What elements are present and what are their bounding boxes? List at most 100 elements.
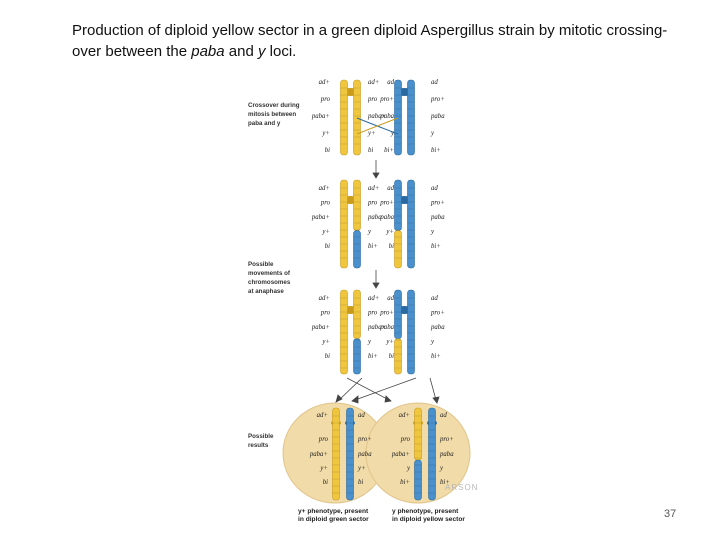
locus-label: paba bbox=[379, 324, 394, 331]
svg-text:Possible: Possible bbox=[248, 433, 274, 440]
locus-label: paba bbox=[379, 113, 394, 120]
side-label-results: Possible results bbox=[248, 433, 274, 449]
locus-label: paba+ bbox=[309, 451, 328, 458]
locus-label: y bbox=[439, 465, 444, 472]
locus-label: y+ bbox=[319, 465, 328, 472]
chromatid bbox=[332, 407, 340, 501]
chromatid bbox=[340, 289, 348, 375]
locus-label: ad+ bbox=[319, 185, 330, 192]
chromatid bbox=[407, 289, 415, 375]
locus-label: y bbox=[430, 130, 435, 137]
locus-label: y+ bbox=[367, 130, 376, 137]
caption-yellow-sector: y phenotype, present in diploid yellow s… bbox=[392, 508, 465, 523]
locus-label: y bbox=[430, 229, 435, 236]
arrow-head bbox=[372, 172, 380, 179]
chromatid bbox=[407, 179, 415, 269]
locus-label: ad bbox=[440, 412, 447, 419]
svg-text:results: results bbox=[248, 442, 269, 449]
locus-label: paba bbox=[430, 113, 445, 120]
arrow-head bbox=[335, 394, 343, 403]
chromatid bbox=[407, 79, 415, 156]
locus-label: ad bbox=[431, 185, 438, 192]
chromatid bbox=[340, 179, 348, 269]
chromatid bbox=[353, 179, 361, 269]
svg-text:movements of: movements of bbox=[248, 270, 291, 277]
locus-label: bi bbox=[323, 479, 328, 486]
crossover-point bbox=[356, 117, 399, 135]
locus-label: pro+ bbox=[379, 310, 394, 317]
locus-label: ad+ bbox=[319, 79, 330, 86]
locus-label: ad bbox=[387, 295, 394, 302]
locus-label: paba bbox=[430, 324, 445, 331]
locus-label: y+ bbox=[321, 229, 330, 236]
arrow-head bbox=[372, 282, 380, 289]
locus-label: y bbox=[430, 339, 435, 346]
locus-label: paba+ bbox=[311, 113, 330, 120]
locus-label: bi+ bbox=[368, 353, 378, 360]
locus-label: pro bbox=[320, 310, 331, 317]
chromatid bbox=[394, 289, 402, 375]
locus-label: y+ bbox=[357, 465, 366, 472]
locus-label: pro+ bbox=[379, 96, 394, 103]
locus-label: ad bbox=[387, 79, 394, 86]
chromatid bbox=[394, 79, 402, 156]
side-label-crossover: Crossover during mitosis between paba an… bbox=[248, 102, 300, 127]
chromatid bbox=[346, 407, 354, 501]
locus-label: ad+ bbox=[319, 295, 330, 302]
chromatid bbox=[353, 289, 361, 375]
locus-label: paba bbox=[367, 214, 382, 221]
chromosome-pair-stage3 bbox=[341, 306, 414, 314]
locus-label: bi bbox=[389, 353, 394, 360]
arrow-head bbox=[384, 395, 392, 403]
locus-label: bi+ bbox=[440, 479, 450, 486]
locus-label: y+ bbox=[385, 339, 394, 346]
locus-label: ad bbox=[387, 185, 394, 192]
locus-label: ad+ bbox=[317, 412, 328, 419]
locus-label: pro bbox=[367, 96, 378, 103]
locus-label: ad bbox=[431, 79, 438, 86]
locus-label: y bbox=[406, 465, 411, 472]
arrow-head bbox=[351, 395, 359, 404]
locus-label: paba+ bbox=[367, 113, 386, 120]
chromosome-pair-stage1 bbox=[341, 88, 414, 96]
arrow-head bbox=[432, 396, 440, 404]
svg-text:y phenotype, present: y phenotype, present bbox=[392, 508, 459, 515]
arrow-to-result-left bbox=[338, 377, 363, 401]
locus-label: y bbox=[367, 339, 372, 346]
locus-label: bi+ bbox=[384, 147, 394, 154]
locus-label: pro+ bbox=[439, 436, 454, 443]
svg-text:chromosomes: chromosomes bbox=[248, 279, 291, 286]
locus-label: paba+ bbox=[367, 324, 386, 331]
locus-label: bi bbox=[358, 479, 363, 486]
locus-label: pro+ bbox=[379, 200, 394, 207]
chromatid bbox=[353, 79, 361, 156]
locus-label: y bbox=[390, 130, 395, 137]
locus-label: pro+ bbox=[430, 310, 445, 317]
locus-label: paba+ bbox=[311, 324, 330, 331]
svg-text:at anaphase: at anaphase bbox=[248, 288, 284, 295]
svg-text:Possible: Possible bbox=[248, 261, 274, 268]
locus-label: paba bbox=[439, 451, 454, 458]
svg-text:paba and y: paba and y bbox=[248, 120, 281, 127]
locus-label: bi bbox=[325, 353, 330, 360]
locus-label: pro+ bbox=[357, 436, 372, 443]
svg-text:Crossover during: Crossover during bbox=[248, 102, 300, 109]
svg-text:in diploid green sector: in diploid green sector bbox=[298, 516, 369, 523]
locus-label: paba+ bbox=[391, 451, 410, 458]
svg-text:y+ phenotype, present: y+ phenotype, present bbox=[298, 508, 369, 515]
locus-label: pro bbox=[367, 310, 378, 317]
locus-label: bi bbox=[389, 243, 394, 250]
arrow-to-result-right bbox=[346, 377, 390, 401]
page-number: 37 bbox=[664, 508, 677, 520]
locus-label: y+ bbox=[321, 130, 330, 137]
locus-label: pro+ bbox=[430, 96, 445, 103]
locus-label: ad bbox=[431, 295, 438, 302]
caption-green-sector: y+ phenotype, present in diploid green s… bbox=[298, 508, 369, 523]
locus-label: bi+ bbox=[431, 147, 441, 154]
locus-label: bi+ bbox=[400, 479, 410, 486]
locus-label: y+ bbox=[321, 339, 330, 346]
chromosome-pair-stage2 bbox=[341, 196, 414, 204]
locus-label: pro bbox=[367, 200, 378, 207]
locus-label: paba bbox=[430, 214, 445, 221]
